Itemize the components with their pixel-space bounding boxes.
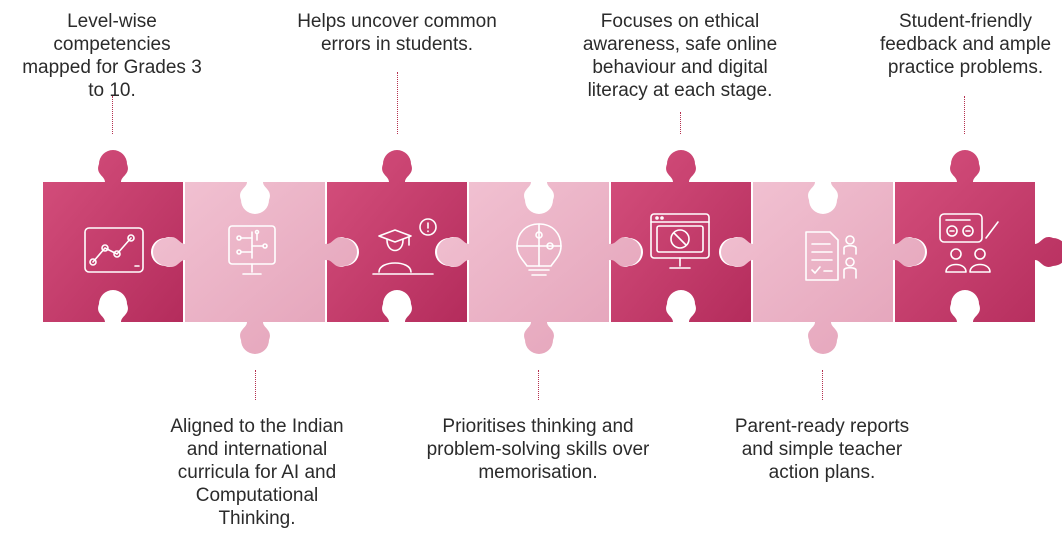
caption-6: Parent-ready reports and simple teacher … bbox=[734, 416, 910, 483]
connector-2 bbox=[255, 370, 256, 400]
safe-online-monitor-icon bbox=[650, 213, 710, 269]
student-feedback-icon bbox=[939, 213, 999, 273]
connector-6 bbox=[822, 370, 823, 400]
puzzle-piece-6 bbox=[721, 182, 925, 354]
puzzle-piece-5 bbox=[611, 150, 751, 322]
student-alert-icon bbox=[372, 218, 437, 275]
caption-2: Aligned to the Indian and international … bbox=[170, 416, 344, 529]
ai-circuit-monitor-icon bbox=[228, 225, 276, 275]
puzzle-lightbulb-icon bbox=[516, 223, 562, 276]
caption-3: Helps uncover common errors in students. bbox=[297, 11, 497, 55]
puzzle-piece-4 bbox=[437, 182, 641, 354]
puzzle-piece-7 bbox=[895, 150, 1062, 322]
connector-1 bbox=[112, 96, 113, 134]
connector-5 bbox=[680, 112, 681, 134]
connector-4 bbox=[538, 370, 539, 400]
puzzle-piece-3 bbox=[327, 150, 467, 322]
line-chart-icon bbox=[84, 227, 144, 273]
caption-7: Student-friendly feedback and ample prac… bbox=[879, 11, 1052, 78]
connector-3 bbox=[397, 72, 398, 134]
report-people-icon bbox=[805, 231, 857, 281]
puzzle-piece-2 bbox=[153, 182, 357, 354]
caption-1: Level-wise competencies mapped for Grade… bbox=[22, 11, 202, 101]
connector-7 bbox=[964, 96, 965, 134]
caption-4: Prioritises thinking and problem-solving… bbox=[426, 416, 650, 483]
puzzle-piece-1 bbox=[43, 150, 183, 322]
caption-5: Focuses on ethical awareness, safe onlin… bbox=[582, 11, 778, 101]
